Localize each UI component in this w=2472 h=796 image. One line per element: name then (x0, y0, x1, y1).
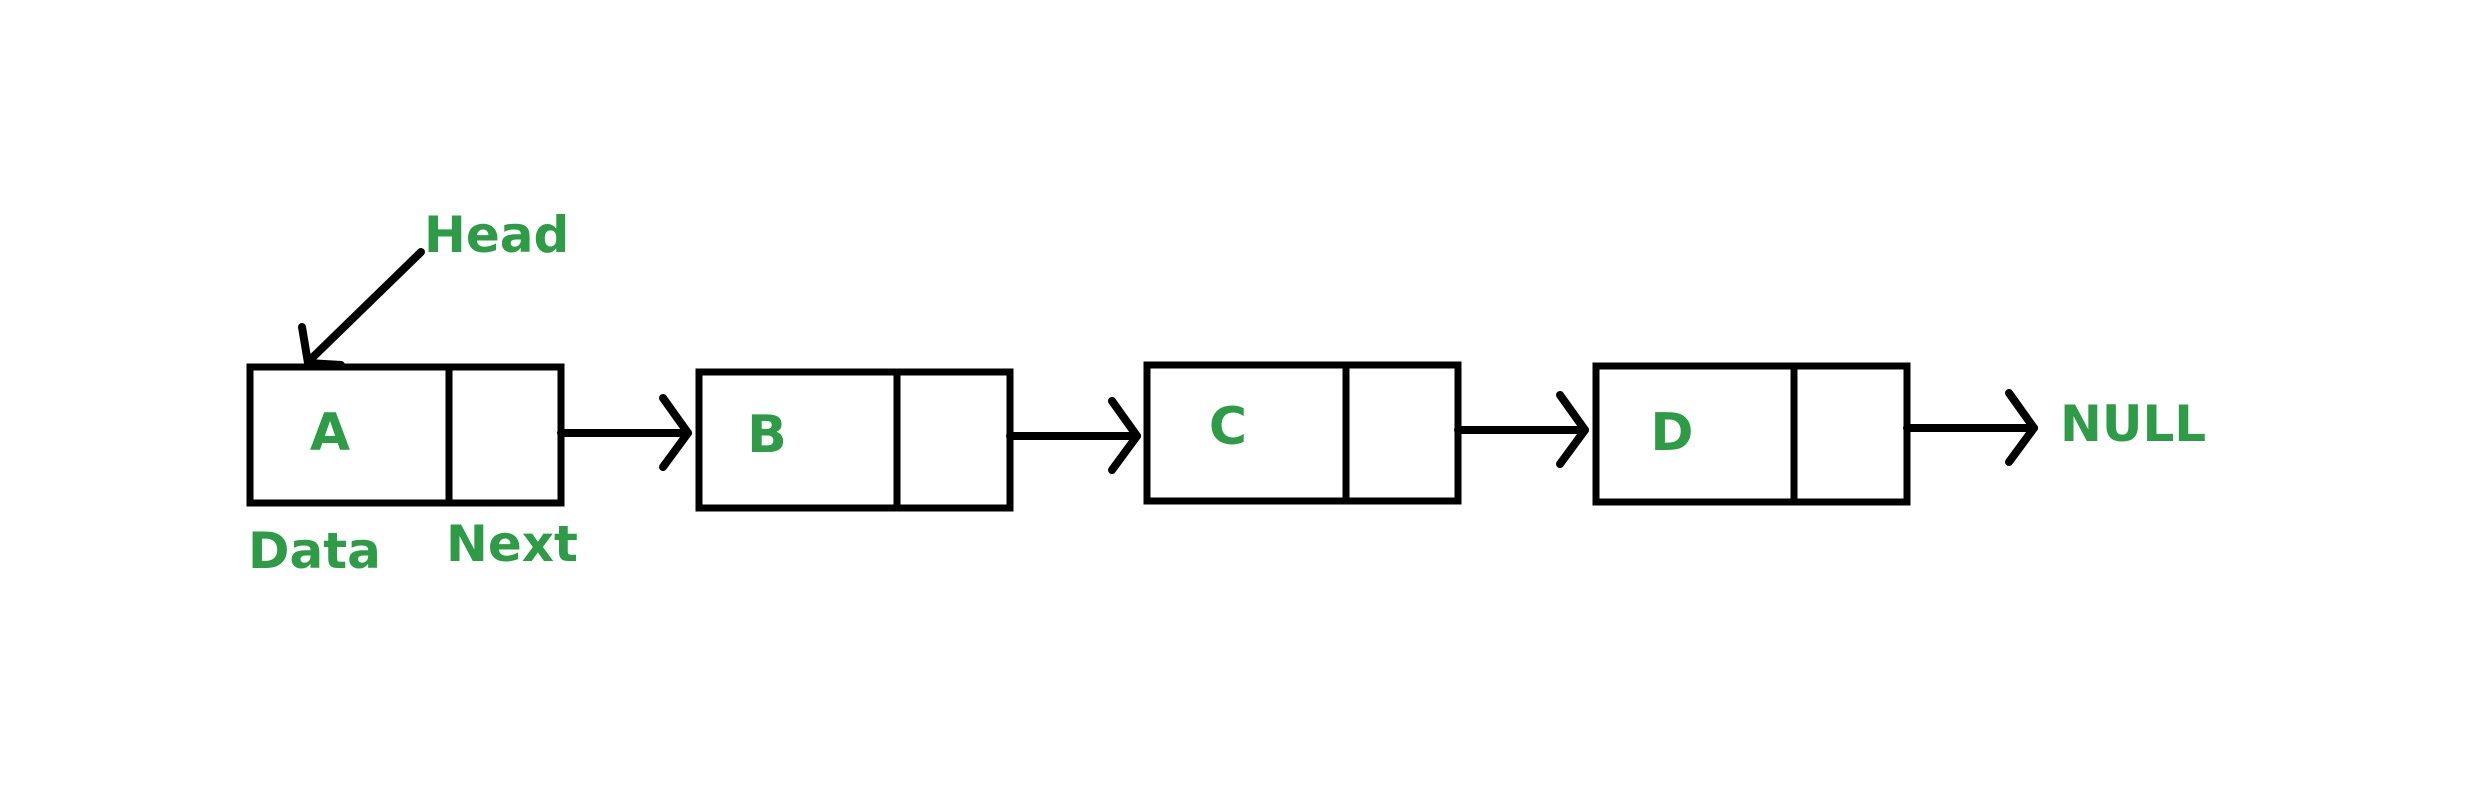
node-c: C (1143, 361, 1462, 505)
next-field-label: Next (446, 515, 578, 573)
arrow-d-to-null (1903, 389, 2038, 466)
head-label: Head (424, 206, 569, 264)
null-label: NULL (2060, 395, 2206, 453)
node-b-box (695, 368, 1014, 512)
node-c-box (1143, 361, 1462, 505)
node-a: A (246, 363, 565, 507)
head-pointer-arrow (298, 248, 425, 369)
data-field-label: Data (248, 522, 381, 580)
node-d-value: D (1650, 403, 1693, 463)
arrow-a-to-b (557, 394, 692, 471)
arrow-b-to-c (1006, 397, 1141, 474)
node-d: D (1592, 362, 1911, 506)
node-a-value: A (310, 403, 350, 463)
node-d-box (1592, 362, 1911, 506)
node-b-value: B (747, 405, 787, 465)
node-c-value: C (1209, 397, 1247, 457)
arrow-c-to-d (1454, 391, 1589, 468)
node-b: B (695, 368, 1014, 512)
node-a-box (246, 363, 565, 507)
